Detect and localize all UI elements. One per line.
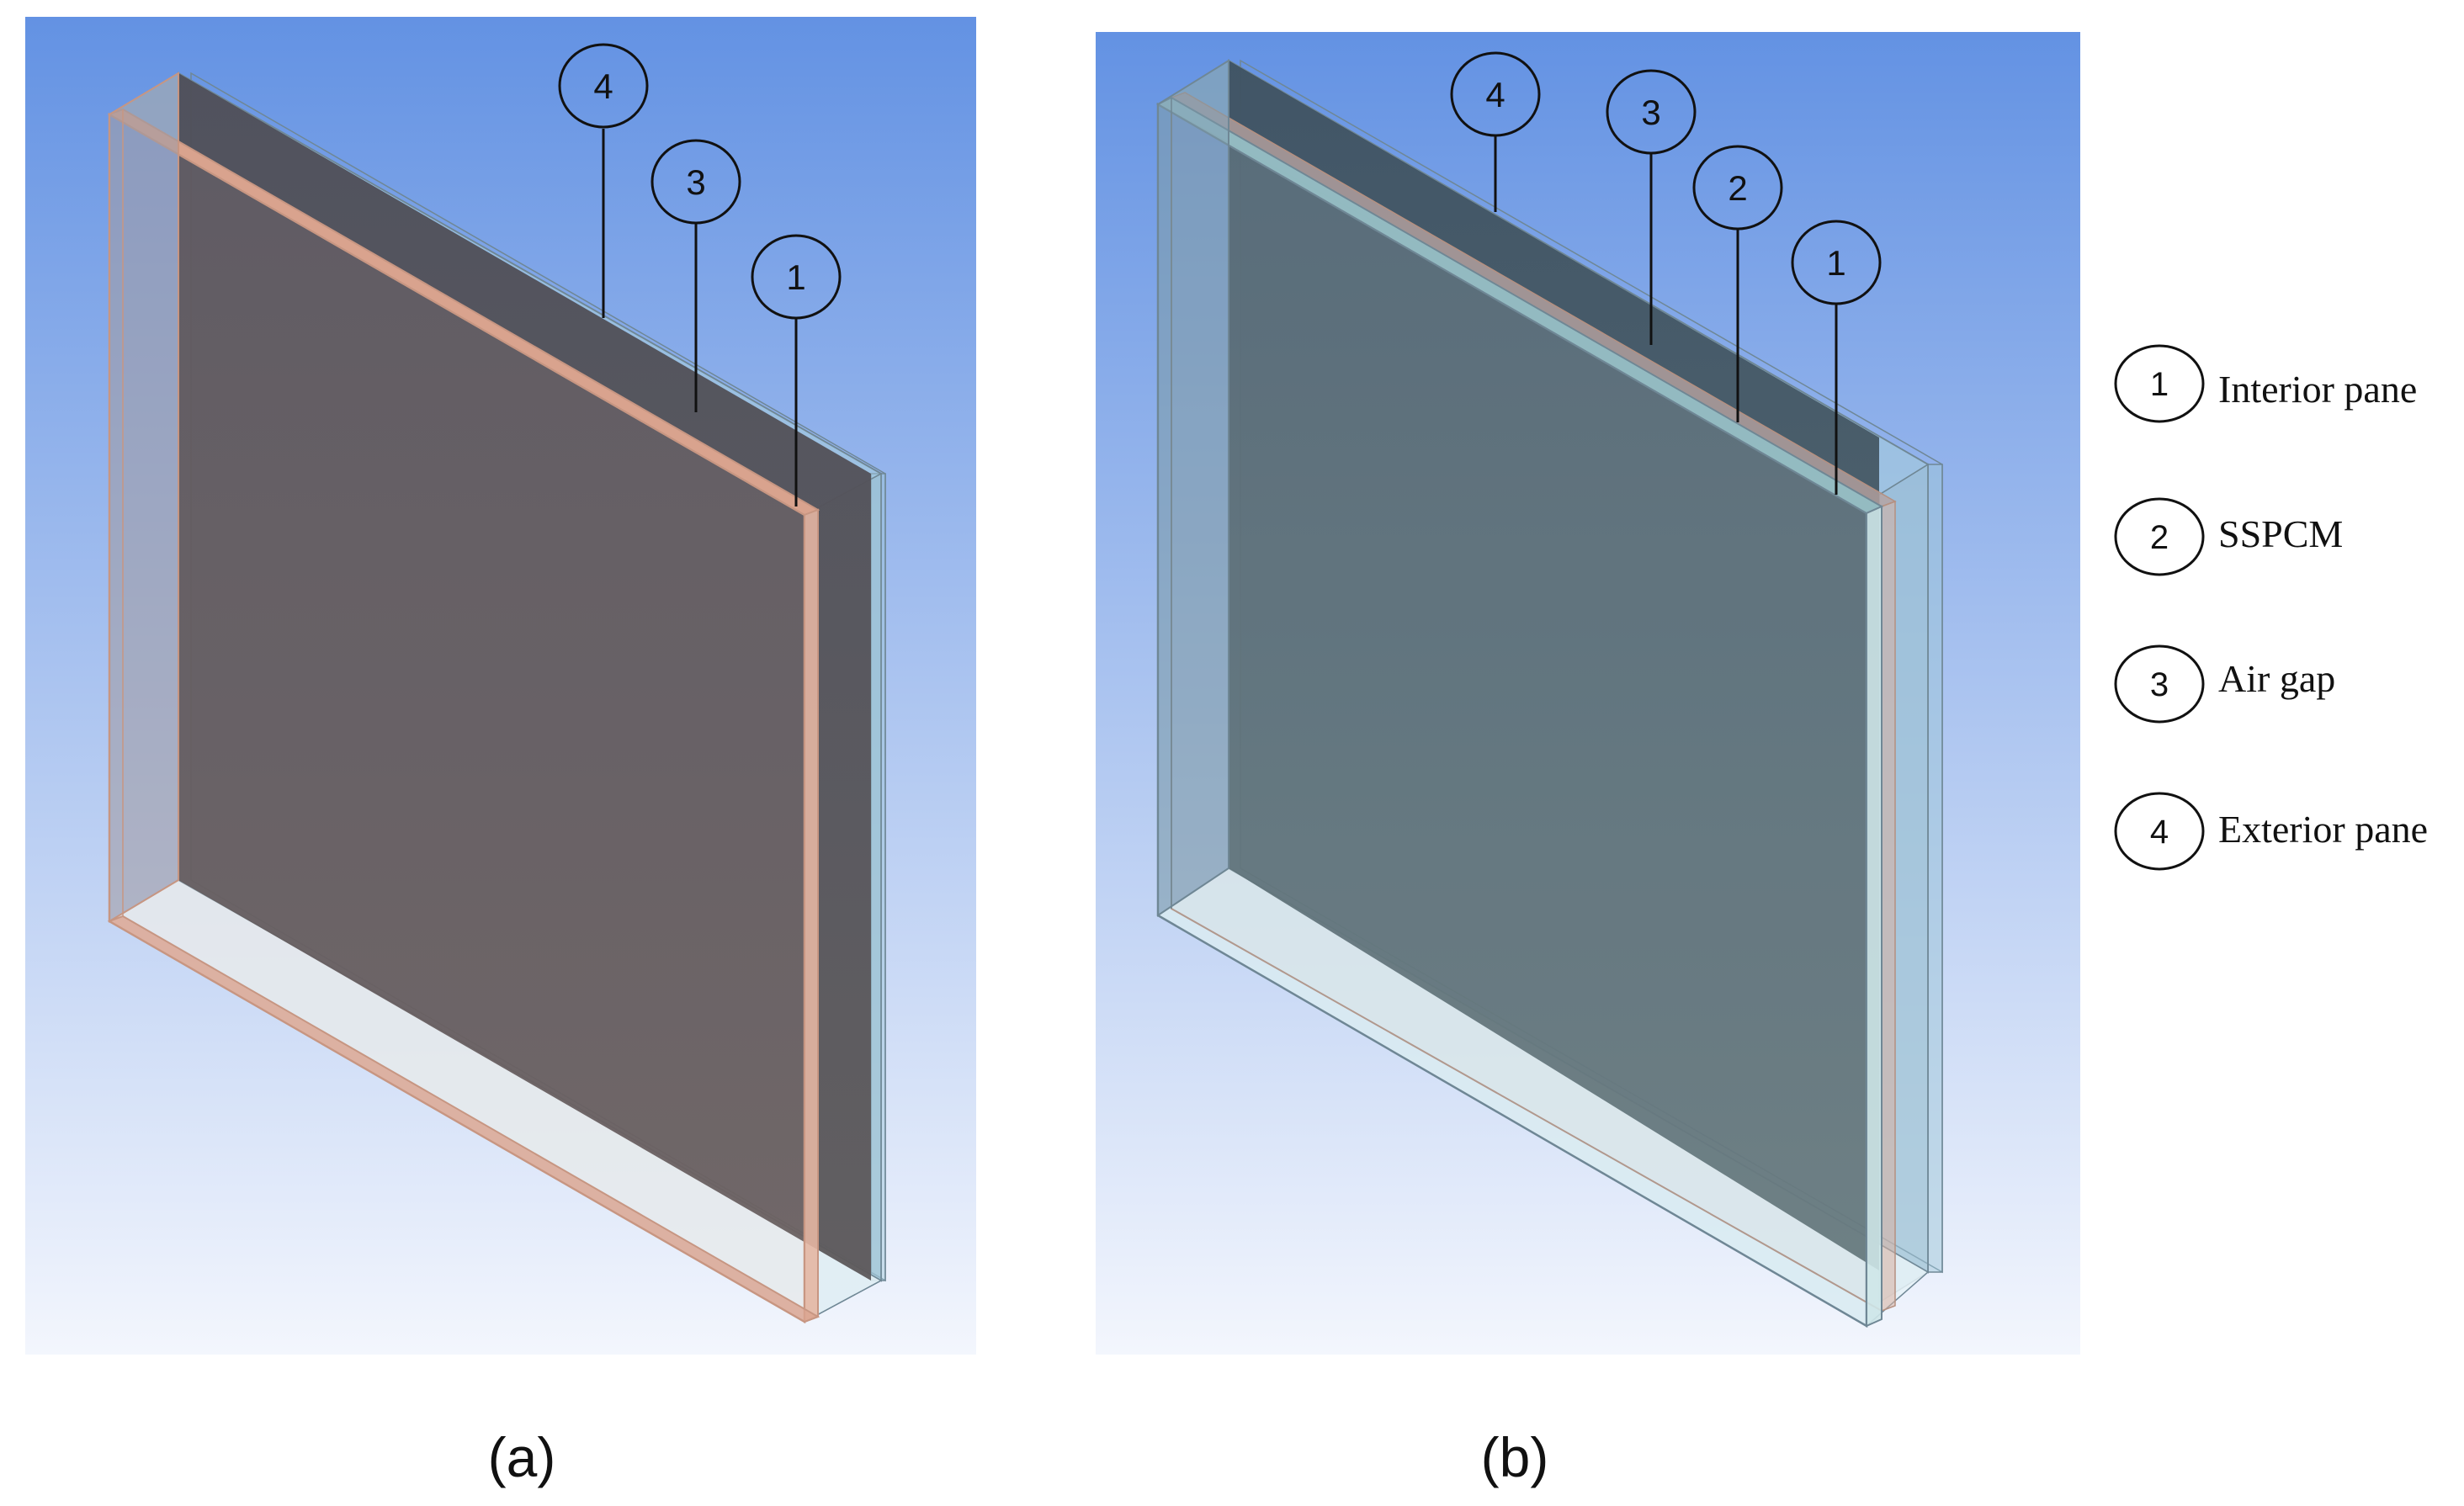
legend-item-air-gap: 3 Air gap bbox=[2114, 644, 2335, 724]
callout-number: 1 bbox=[786, 257, 805, 297]
legend-number: 2 bbox=[2150, 519, 2169, 556]
panel-a-callout-1: 1 bbox=[751, 234, 842, 320]
callout-number: 2 bbox=[1728, 168, 1747, 208]
callout-number: 4 bbox=[593, 66, 613, 106]
callout-number: 3 bbox=[686, 162, 705, 202]
legend-label: Air gap bbox=[2218, 657, 2335, 700]
panel-a-leader-lines bbox=[602, 129, 798, 506]
panel-a-callout-3: 3 bbox=[651, 139, 741, 225]
panel-b-interior-pane bbox=[1155, 59, 1884, 1328]
legend-label: Interior pane bbox=[2218, 368, 2417, 411]
panel-b-sspcm-layer bbox=[1170, 92, 1897, 1312]
panel-b-callout-1: 1 bbox=[1791, 220, 1882, 305]
callout-number: 4 bbox=[1485, 75, 1505, 114]
legend-item-sspcm: 2 SSPCM bbox=[2114, 497, 2343, 576]
legend: 1 Interior pane 2 SSPCM 3 Air gap 4 Exte… bbox=[2114, 344, 2428, 871]
panel-b-inner-face bbox=[1229, 61, 1879, 1270]
legend-label: SSPCM bbox=[2218, 512, 2343, 555]
panel-b-leader-lines bbox=[1494, 135, 1838, 495]
panel-b-callout-4: 4 bbox=[1450, 51, 1541, 137]
legend-number: 3 bbox=[2150, 666, 2169, 703]
panel-b-callout-3: 3 bbox=[1606, 69, 1697, 155]
panel-a-interior-pane bbox=[107, 72, 820, 1324]
callout-number: 1 bbox=[1826, 243, 1845, 283]
legend-number: 1 bbox=[2150, 366, 2169, 403]
callout-number: 3 bbox=[1641, 93, 1660, 132]
panel-b-callout-2: 2 bbox=[1692, 145, 1783, 231]
panel-a-inner-face bbox=[178, 73, 871, 1281]
panel-b: 4 3 2 1 bbox=[1096, 32, 2080, 1355]
legend-item-interior-pane: 1 Interior pane bbox=[2114, 344, 2417, 423]
legend-item-exterior-pane: 4 Exterior pane bbox=[2114, 792, 2428, 871]
caption-b: (b) bbox=[1481, 1426, 1549, 1488]
panel-a: 4 3 1 bbox=[25, 17, 976, 1355]
legend-number: 4 bbox=[2150, 814, 2169, 851]
legend-label: Exterior pane bbox=[2218, 808, 2428, 851]
caption-a: (a) bbox=[488, 1426, 556, 1488]
panel-a-callout-4: 4 bbox=[558, 43, 649, 129]
